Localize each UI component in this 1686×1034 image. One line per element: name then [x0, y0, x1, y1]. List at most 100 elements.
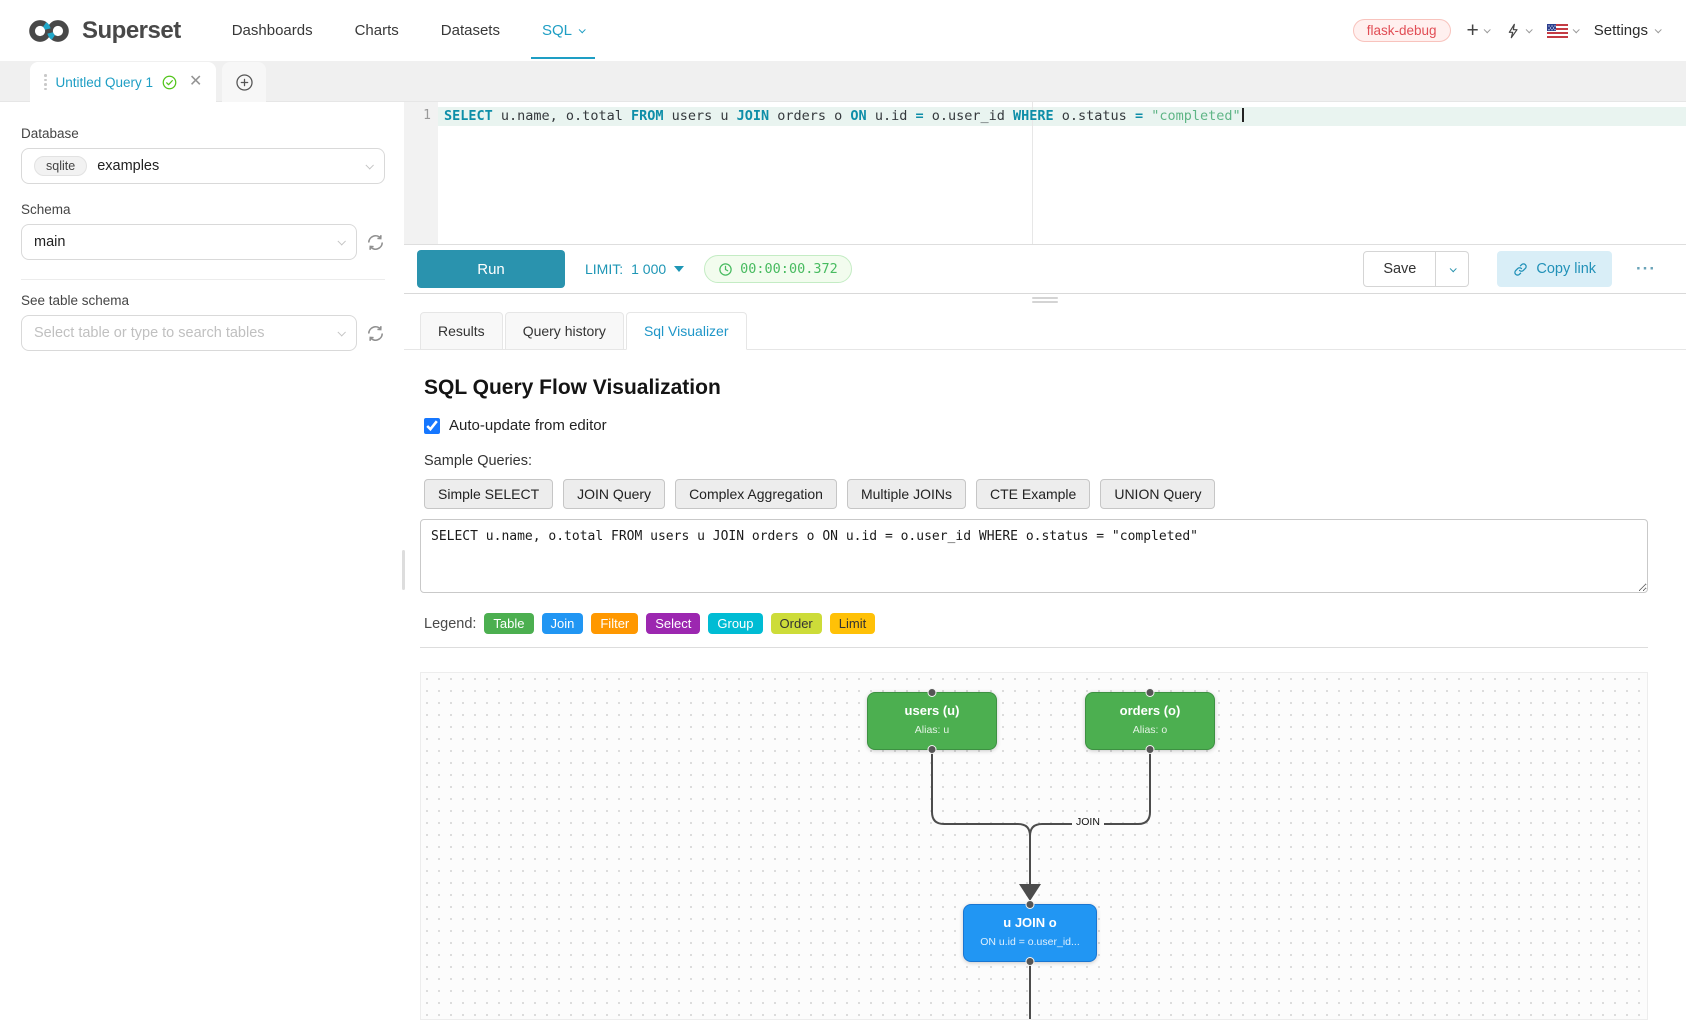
database-select-value: examples	[97, 158, 160, 174]
sample-queries-label: Sample Queries:	[424, 453, 532, 469]
tab-query-history[interactable]: Query history	[504, 312, 624, 350]
tab-sql-visualizer[interactable]: Sql Visualizer	[625, 312, 747, 350]
caret-down-icon	[674, 266, 685, 272]
node-subtitle: Alias: u	[914, 724, 950, 736]
superset-logo[interactable]: Superset	[26, 17, 181, 45]
sample-join-query-button[interactable]: JOIN Query	[563, 479, 666, 509]
section-divider	[420, 647, 1648, 648]
query-search-menu[interactable]	[1505, 22, 1533, 40]
legend-badge: Limit	[829, 613, 876, 634]
node-title: orders (o)	[1119, 703, 1181, 718]
legend-badge: Order	[770, 613, 822, 634]
flow-node-users[interactable]: users (u) Alias: u	[867, 692, 997, 750]
sample-union-query-button[interactable]: UNION Query	[1100, 479, 1216, 509]
legend-badge: Table	[484, 613, 534, 634]
editor-gutter: 1	[404, 102, 438, 244]
schema-label: Schema	[21, 202, 71, 217]
timer-value: 00:00:00.372	[740, 261, 838, 277]
database-select[interactable]: sqlite examples	[21, 148, 385, 184]
chevron-down-icon	[337, 237, 346, 246]
chevron-down-icon	[337, 328, 346, 337]
node-title: u JOIN o	[1003, 915, 1057, 930]
us-flag-icon	[1546, 23, 1568, 38]
run-button[interactable]: Run	[417, 250, 565, 288]
node-subtitle: Alias: o	[1132, 724, 1168, 736]
link-icon	[1514, 262, 1528, 276]
save-dropdown-button[interactable]	[1436, 251, 1470, 287]
flow-node-join[interactable]: u JOIN o ON u.id = o.user_id...	[963, 904, 1097, 962]
settings-menu[interactable]: Settings	[1594, 22, 1662, 39]
sidebar-divider	[21, 279, 385, 280]
auto-update-checkbox[interactable]	[424, 417, 440, 434]
visualizer-query-input[interactable]: SELECT u.name, o.total FROM users u JOIN…	[420, 519, 1648, 593]
schema-select-value: main	[34, 234, 66, 250]
editor-toolbar: Run LIMIT: 1 000 00:00:00.372 Save Copy …	[404, 245, 1686, 293]
sql-code-editor[interactable]: 1 SELECT u.name, o.total FROM users u JO…	[404, 102, 1686, 245]
check-circle-icon	[162, 75, 177, 89]
nav-sql[interactable]: SQL	[521, 0, 605, 61]
database-engine-badge: sqlite	[34, 156, 88, 176]
refresh-icon[interactable]	[366, 324, 385, 343]
limit-value: 1 000	[631, 261, 667, 277]
save-split-button: Save	[1363, 251, 1470, 287]
auto-update-label: Auto-update from editor	[449, 417, 607, 434]
sample-simple-select-button[interactable]: Simple SELECT	[424, 479, 554, 509]
sample-multiple-joins-button[interactable]: Multiple JOINs	[846, 479, 966, 509]
schema-select[interactable]: main	[21, 224, 357, 260]
join-edge-label: JOIN	[1072, 816, 1104, 828]
sample-complex-aggregation-button[interactable]: Complex Aggregation	[675, 479, 837, 509]
brand-name: Superset	[82, 16, 181, 44]
legend-badge: Join	[541, 613, 584, 634]
nav-charts[interactable]: Charts	[354, 22, 399, 39]
refresh-icon[interactable]	[366, 233, 385, 252]
database-label: Database	[21, 126, 79, 141]
nav-datasets[interactable]: Datasets	[440, 22, 500, 39]
nav-dashboards[interactable]: Dashboards	[231, 22, 313, 39]
visualizer-panel: SQL Query Flow Visualization Auto-update…	[404, 350, 1686, 1020]
table-schema-label: See table schema	[21, 293, 130, 308]
environment-badge: flask-debug	[1352, 19, 1451, 42]
sample-cte-example-button[interactable]: CTE Example	[975, 479, 1091, 509]
page-title: SQL Query Flow Visualization	[424, 376, 721, 399]
text-cursor	[1241, 108, 1244, 122]
node-subtitle: ON u.id = o.user_id...	[980, 936, 1080, 948]
query-tab-untitled[interactable]: Untitled Query 1 ✕	[30, 62, 217, 102]
table-search-select[interactable]: Select table or type to search tables	[21, 315, 357, 351]
close-icon[interactable]: ✕	[189, 73, 203, 90]
chevron-down-icon	[1525, 26, 1533, 34]
sql-code-line: SELECT u.name, o.total FROM users u JOIN…	[444, 107, 1244, 126]
result-tabs: Results Query history Sql Visualizer	[404, 312, 1686, 350]
query-tabstrip: Untitled Query 1 ✕	[0, 61, 1686, 102]
splitter-grip-icon	[1032, 297, 1058, 303]
copy-link-button[interactable]: Copy link	[1497, 251, 1613, 287]
sql-lab-sidebar: Database sqlite examples Schema main See…	[0, 102, 404, 1034]
legend-label: Legend:	[424, 615, 477, 632]
drag-handle-icon[interactable]	[44, 74, 47, 90]
plus-icon: +	[1466, 19, 1479, 42]
query-tab-title: Untitled Query 1	[55, 74, 154, 90]
save-button[interactable]: Save	[1363, 251, 1437, 287]
sidebar-resize-handle[interactable]	[402, 550, 405, 590]
new-query-tab-button[interactable]	[222, 62, 267, 102]
node-title: users (u)	[904, 703, 960, 718]
tab-results[interactable]: Results	[420, 312, 503, 350]
flow-edges	[931, 751, 1151, 1019]
plus-circle-icon	[236, 73, 253, 91]
legend-badge: Select	[646, 613, 701, 634]
active-line-highlight	[438, 107, 1686, 126]
flow-canvas[interactable]: users (u) Alias: u orders (o) Alias: o u…	[420, 672, 1648, 1020]
legend-badge: Filter	[591, 613, 639, 634]
print-margin-line	[1032, 102, 1033, 244]
language-picker[interactable]	[1546, 23, 1580, 38]
new-item-menu[interactable]: +	[1466, 19, 1491, 42]
query-timer: 00:00:00.372	[704, 255, 852, 283]
flow-node-orders[interactable]: orders (o) Alias: o	[1085, 692, 1215, 750]
chevron-down-icon	[1449, 264, 1457, 272]
limit-dropdown[interactable]: LIMIT: 1 000	[585, 261, 685, 277]
chevron-down-icon	[1654, 26, 1662, 34]
pane-splitter[interactable]	[404, 293, 1686, 312]
chevron-down-icon	[365, 161, 374, 170]
chevron-down-icon	[578, 26, 586, 34]
more-menu-button[interactable]: ···	[1636, 259, 1656, 278]
